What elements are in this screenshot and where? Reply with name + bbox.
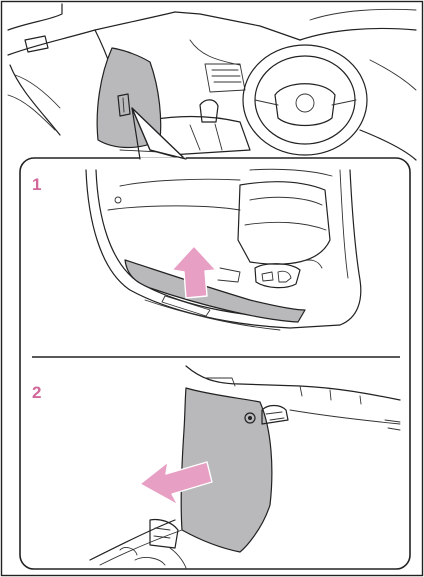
step-1-number: 1 bbox=[32, 175, 41, 194]
step-2-number: 2 bbox=[32, 383, 41, 402]
